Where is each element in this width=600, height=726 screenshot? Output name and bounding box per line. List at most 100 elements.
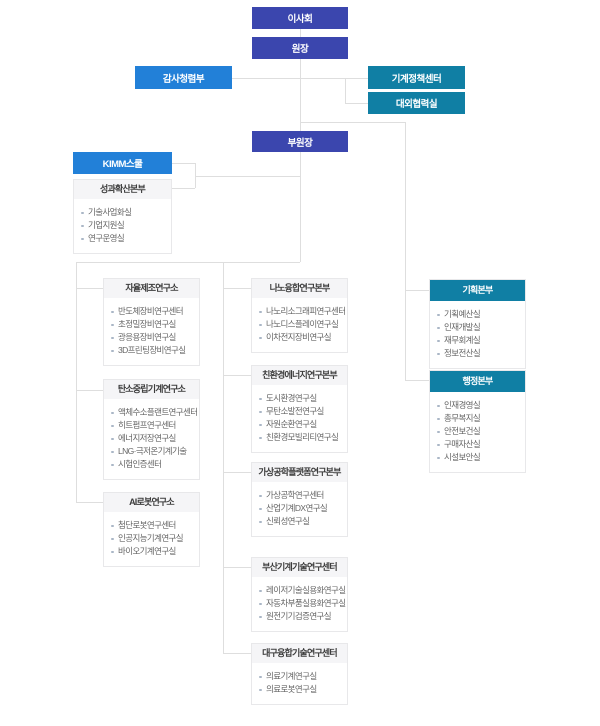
node-external-cooperation: 대외협력실: [368, 92, 465, 114]
connector-line: [223, 472, 251, 473]
group-title-auto: 자율제조연구소: [104, 279, 199, 298]
dept-item: 총무복지실: [437, 412, 521, 425]
connector-line: [405, 290, 429, 291]
dept-item: LNG·극저온기계기술: [111, 445, 195, 458]
group-title-nano: 나노융합연구본부: [252, 279, 347, 298]
dept-item: 첨단로봇연구센터: [111, 519, 195, 532]
dept-item: 이차전지장비연구실: [259, 331, 343, 344]
connector-line: [223, 262, 224, 653]
node-president: 원장: [252, 37, 348, 59]
dept-item: 인재개발실: [437, 321, 521, 334]
dept-item: 에너지저장연구실: [111, 432, 195, 445]
connector-line: [405, 380, 429, 381]
connector-line: [300, 122, 405, 123]
dept-item: 나노리소그래피연구센터: [259, 306, 346, 316]
dept-item: 바이오기계연구실: [111, 545, 195, 558]
connector-line: [76, 262, 300, 263]
dept-item: 구매자산실: [437, 438, 521, 451]
dept-item: 의료로봇연구실: [259, 683, 343, 696]
dept-item: 나노디스플레이연구실: [259, 318, 343, 331]
dept-item: 신뢰성연구실: [259, 515, 343, 528]
dept-item: 초정밀장비연구실: [111, 318, 195, 331]
connector-line: [172, 188, 195, 189]
connector-line: [195, 176, 300, 177]
connector-line: [345, 103, 368, 104]
group-title-carbon: 탄소중립기계연구소: [104, 380, 199, 399]
group-title-perf: 성과확산본부: [74, 180, 171, 199]
dept-item: 산업기계DX연구실: [259, 502, 343, 515]
connector-line: [300, 152, 301, 262]
connector-line: [223, 567, 251, 568]
connector-line: [300, 59, 301, 131]
connector-line: [300, 29, 301, 37]
dept-item: 연구운영실: [81, 232, 167, 245]
dept-item: 가상공학연구센터: [259, 489, 343, 502]
node-kimm-school: KIMM스쿨: [73, 152, 172, 174]
dept-item: 재무회계실: [437, 334, 521, 347]
dept-item: 친환경모빌리티연구실: [259, 431, 343, 444]
dept-item: 기업지원실: [81, 219, 167, 232]
dept-item: 시설보안실: [437, 451, 521, 464]
connector-line: [195, 163, 196, 188]
dept-item: 정보전산실: [437, 347, 521, 360]
dept-item: 기획예산실: [437, 308, 521, 321]
dept-item: 무탄소발전연구실: [259, 405, 343, 418]
connector-line: [172, 163, 195, 164]
group-title-ai: AI로봇연구소: [104, 493, 199, 512]
dept-item: 3D프린팅장비연구실: [111, 344, 195, 357]
dept-item: 인공지능기계연구실: [111, 532, 195, 545]
group-title-admin: 행정본부: [430, 371, 525, 392]
group-title-plan: 기획본부: [430, 280, 525, 301]
connector-line: [76, 390, 103, 391]
dept-item: 반도체장비연구센터: [111, 305, 195, 318]
dept-item: 기술사업화실: [81, 206, 167, 219]
dept-item: 액체수소플랜트연구센터: [111, 407, 198, 417]
dept-item: 히트펌프연구센터: [111, 419, 195, 432]
node-board: 이사회: [252, 7, 348, 29]
connector-line: [76, 502, 103, 503]
dept-item: 도시환경연구실: [259, 392, 343, 405]
dept-item: 원전기기검증연구실: [259, 610, 343, 623]
dept-item: 안전보건실: [437, 425, 521, 438]
group-title-virtual: 가상공학플랫폼연구본부: [252, 463, 347, 482]
connector-line: [76, 288, 103, 289]
dept-item: 광응용장비연구실: [111, 331, 195, 344]
connector-line: [76, 262, 77, 502]
connector-line: [405, 122, 406, 380]
node-vice-president: 부원장: [252, 131, 348, 152]
group-title-eco: 친환경에너지연구본부: [252, 366, 347, 385]
dept-item: 시험인증센터: [111, 458, 195, 471]
node-policy-center: 기계정책센터: [368, 66, 465, 89]
dept-item: 의료기계연구실: [259, 670, 343, 683]
dept-item: 자원순환연구실: [259, 418, 343, 431]
connector-line: [223, 288, 251, 289]
group-title-busan: 부산기계기술연구센터: [252, 558, 347, 577]
dept-item: 인재경영실: [437, 399, 521, 412]
node-audit-dept: 감사청렴부: [135, 66, 232, 89]
connector-line: [345, 78, 346, 103]
connector-line: [223, 375, 251, 376]
connector-line: [223, 653, 251, 654]
group-title-daegu: 대구융합기술연구센터: [252, 644, 347, 663]
